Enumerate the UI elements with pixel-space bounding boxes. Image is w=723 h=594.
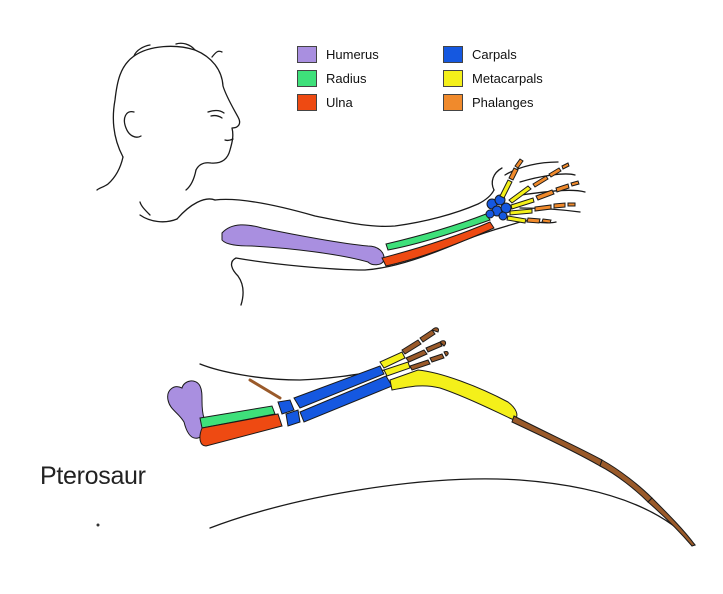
human-ulna [381,221,495,267]
thumb-outline [491,167,503,191]
pterosaur-metacarpals [379,351,518,421]
legend-item-ulna: Ulna [297,92,353,112]
metacarpal-bone [383,361,411,377]
arm-upper-edge [214,189,495,228]
metacarpal-bone [508,185,532,204]
bone-legend: Humerus Radius Ulna Carpals Metacarpals … [297,40,617,120]
legend-swatch [443,93,463,111]
legend-item-radius: Radius [297,68,366,88]
metacarpal-bone [379,351,406,369]
eye [210,114,223,119]
phalanx-bone [405,340,447,363]
speck [96,523,100,527]
pteroid-bone [248,378,282,400]
legend-item-metacarpals: Metacarpals [443,68,543,88]
wing-phalanx-1 [511,415,603,467]
pterosaur-ulna [199,413,283,447]
brow [207,109,225,114]
legend-swatch [297,69,317,87]
legend-item-carpals: Carpals [443,44,517,64]
legend-label: Phalanges [472,94,534,110]
carpal-bone [498,211,508,221]
legend-item-humerus: Humerus [297,44,379,64]
pterosaur-label: Pterosaur [40,462,146,490]
pterosaur-bones [167,327,696,547]
carpal-bone [285,409,301,427]
legend-swatch [443,45,463,63]
front-neck [185,169,197,191]
metacarpal-bone [509,208,533,216]
wing-trailing-edge [209,478,696,546]
human-metacarpals [499,179,535,224]
carpal-bone [293,365,385,409]
metacarpal-bone [510,197,535,210]
face-profile [112,45,241,171]
wing-phalanx-2 [599,459,653,503]
legend-item-phalanges: Phalanges [443,92,533,112]
human-bones [221,158,580,267]
wing-phalanx-3 [647,497,696,547]
legend-label: Radius [326,70,367,86]
metacarpal-bone [506,215,527,224]
phalanx-bone [401,327,439,355]
human-humerus [221,224,385,266]
phalanx-bone [535,180,580,201]
pterosaur-humerus [167,380,207,439]
hair-strands [133,42,223,58]
legend-swatch [297,93,317,111]
phalanx-bone [534,202,576,212]
carpal-bone [485,209,495,219]
legend-label: Carpals [472,46,517,62]
legend-swatch [443,69,463,87]
phalanx-bone [532,162,570,188]
mouth [224,138,234,142]
metacarpal-bone [499,179,513,199]
human-carpals [485,194,512,221]
phalanx-bone [526,217,552,224]
neck-line [139,201,151,216]
wing-metacarpal [389,369,518,421]
collarbone [139,214,178,223]
legend-label: Ulna [326,94,353,110]
legend-label: Metacarpals [472,70,543,86]
legend-swatch [297,45,317,63]
legend-label: Humerus [326,46,379,62]
pterosaur-phalanges [401,327,696,547]
human-radius [385,213,491,251]
back-neck [96,156,124,191]
pterosaur-carpals [277,365,393,427]
carpal-bone [277,399,295,415]
phalanx-bone [508,158,524,181]
shoulder [176,198,216,220]
ear [123,111,142,138]
phalanx-bone [409,351,449,371]
pterosaur-radius [199,405,276,429]
human-phalanges [508,158,580,224]
